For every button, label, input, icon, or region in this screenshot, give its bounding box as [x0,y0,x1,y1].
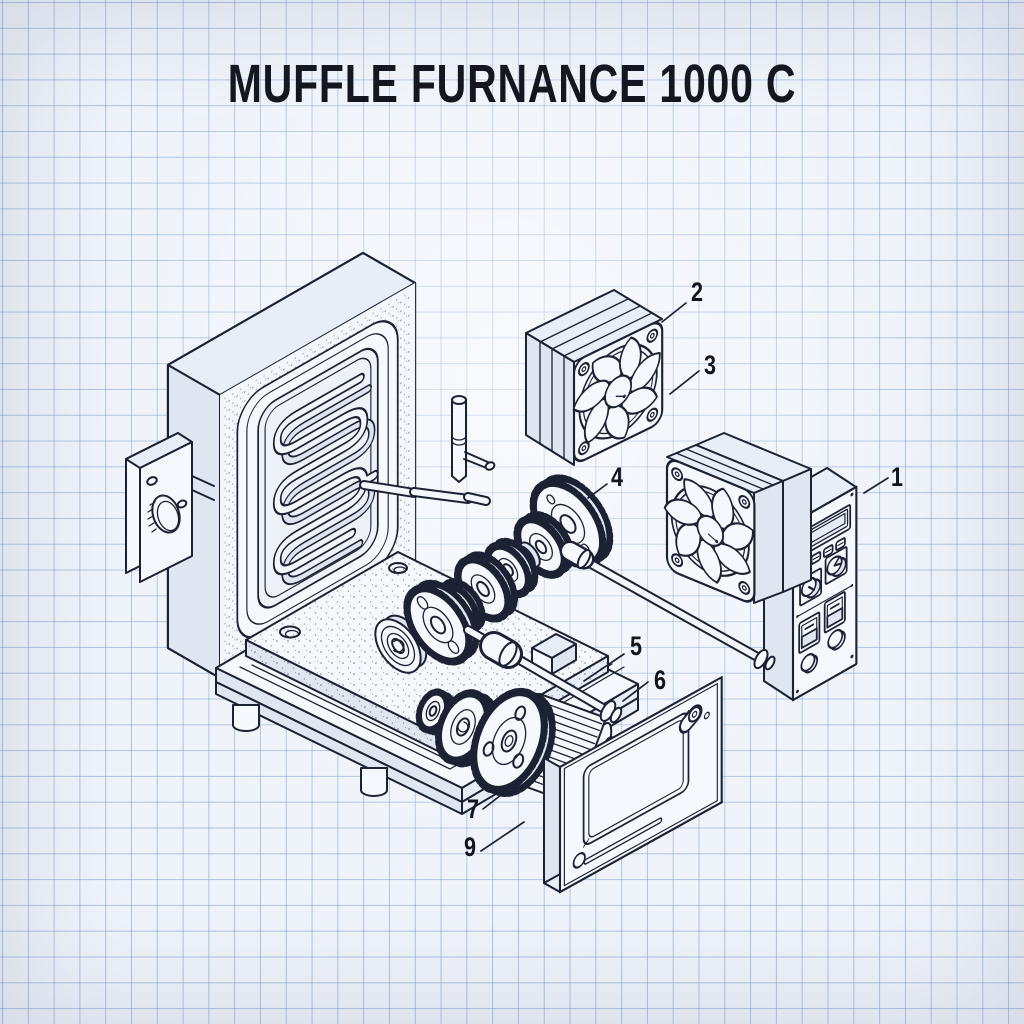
panel-switch [823,591,846,634]
fan-hub [604,374,633,409]
callout-9: 9 [464,821,525,863]
callout-number: 1 [891,463,903,493]
thermocouple-pin [451,395,496,483]
fan-front-frame [572,321,664,463]
machine-foot [232,704,260,732]
callout-3: 3 [669,351,716,395]
panel-round-button [800,652,819,674]
callout-number: 4 [611,463,623,493]
door-screw [703,711,710,720]
panel-round-button [827,628,846,651]
drive-shaft-short [463,625,623,724]
callout-5: 5 [583,632,642,682]
shaft-bearing [479,631,523,669]
fan-blades [663,478,754,584]
drive-shaft-long [559,540,776,671]
panel-switch [798,611,821,654]
callouts: 1 2 3 4 5 6 7 [464,278,903,863]
door-roller [678,704,710,734]
bracket-hole [176,499,188,509]
callout-6: 6 [622,666,666,702]
callout-number: 3 [704,351,716,381]
fan-front-frame [663,459,756,603]
callout-number: 2 [691,278,703,308]
viewport-hole [147,494,181,534]
fan-screw-hole [738,580,751,595]
probe-rod [359,480,491,506]
viewport-bracket [125,432,215,583]
door-hole [572,851,586,869]
door-slot [583,817,663,865]
shaft-bracket [531,633,577,675]
callout-4: 4 [587,463,623,499]
fan-hub [696,514,725,547]
callout-number: 6 [654,666,666,696]
gear [454,551,519,623]
motor-gear [470,687,556,798]
bracket-hole [146,476,158,486]
fan-screw-hole [671,467,684,482]
fan-screw-hole [646,407,659,422]
mounting-hole [279,625,301,639]
fan-screw-hole [578,441,590,456]
door-frame [543,675,723,894]
fan-blades [572,336,661,444]
fan-screw-hole [738,494,751,509]
callout-2: 2 [661,278,703,323]
machine-foot [360,767,388,797]
gear [403,579,480,666]
callout-7: 7 [467,787,511,825]
panel-knob [824,546,848,585]
mounting-hole [388,562,408,574]
fan-screw-hole [578,362,590,377]
callout-number: 5 [630,632,642,662]
gear-train [374,474,614,674]
callout-number: 9 [464,833,476,863]
heating-coil [272,372,379,586]
cooling-fan-front [663,432,812,604]
callout-1: 1 [863,463,903,494]
motor-gears [415,687,556,798]
callout-number: 7 [467,795,479,825]
fan-screw-hole [671,553,684,568]
cooling-fan-top [525,289,664,466]
drawing-title: MUFFLE FURNANCE 1000 C [227,54,797,114]
fan-screw-hole [646,328,659,343]
